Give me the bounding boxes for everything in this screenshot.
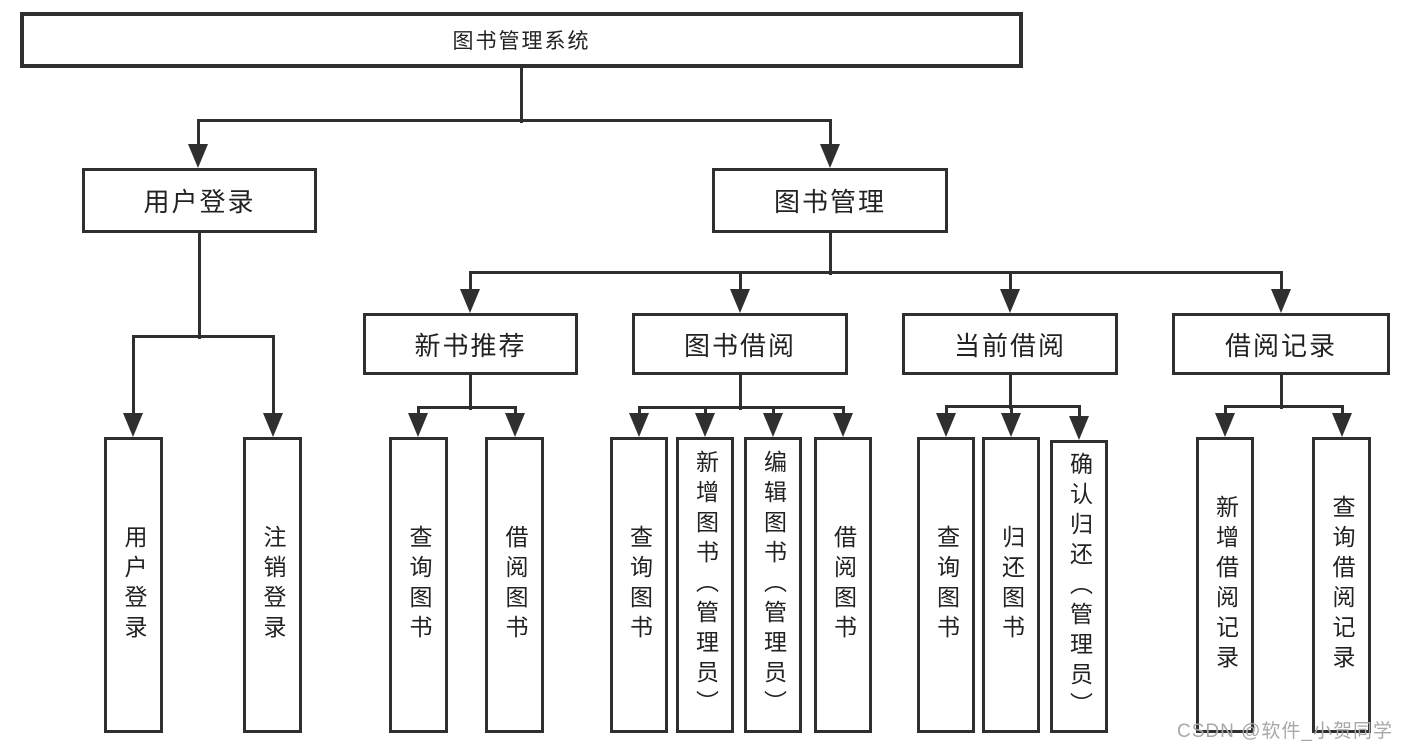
- node-label: 注销登录: [260, 525, 286, 645]
- arrowhead-down-icon: [1000, 289, 1020, 313]
- arrowhead-down-icon: [820, 144, 840, 168]
- connector-line: [738, 373, 742, 410]
- arrowhead-down-icon: [505, 413, 525, 437]
- connector-line: [944, 404, 948, 421]
- node-query-borrow-record: 查询借阅记录: [1312, 437, 1371, 733]
- node-return-books: 归还图书: [982, 437, 1040, 733]
- connector-line: [519, 66, 523, 123]
- node-label: 归还图书: [998, 525, 1025, 645]
- connector-line: [131, 334, 275, 338]
- connector-line: [1279, 270, 1283, 297]
- node-label: 查询图书: [933, 525, 960, 645]
- connector-line: [1223, 404, 1344, 408]
- node-book-management: 图书管理: [712, 168, 948, 233]
- connector-line: [637, 405, 845, 409]
- node-label: 查询图书: [626, 525, 653, 645]
- connector-line: [131, 334, 135, 421]
- node-query-books-2: 查询图书: [610, 437, 668, 733]
- connector-line: [1340, 404, 1344, 421]
- arrowhead-down-icon: [123, 413, 143, 437]
- node-label: 确认归还（管理员）: [1066, 451, 1093, 722]
- connector-line: [1279, 373, 1283, 409]
- node-logout: 注销登录: [243, 437, 302, 733]
- node-edit-books: 编辑图书（管理员）: [744, 437, 802, 733]
- node-borrow-books-2: 借阅图书: [814, 437, 872, 733]
- node-borrow-records: 借阅记录: [1172, 313, 1390, 375]
- node-label: 图书管理系统: [452, 30, 591, 53]
- connector-line: [738, 270, 742, 297]
- arrowhead-down-icon: [1069, 416, 1089, 440]
- node-label: 图书借阅: [683, 330, 796, 361]
- connector-line: [1009, 404, 1013, 421]
- arrowhead-down-icon: [763, 413, 783, 437]
- node-label: 借阅图书: [502, 525, 528, 645]
- node-add-books: 新增图书（管理员）: [676, 437, 734, 733]
- connector-line: [196, 118, 200, 152]
- arrowhead-down-icon: [833, 413, 853, 437]
- node-root: 图书管理系统: [20, 12, 1023, 68]
- arrowhead-down-icon: [730, 289, 750, 313]
- node-query-books-3: 查询图书: [917, 437, 975, 733]
- connector-line: [1077, 404, 1081, 424]
- connector-line: [197, 231, 201, 339]
- arrowhead-down-icon: [408, 413, 428, 437]
- arrowhead-down-icon: [1332, 413, 1352, 437]
- node-label: 查询图书: [406, 525, 432, 645]
- node-label: 新增借阅记录: [1212, 495, 1239, 675]
- node-label: 编辑图书（管理员）: [760, 450, 787, 720]
- connector-line: [944, 404, 1081, 408]
- node-borrow-books-1: 借阅图书: [485, 437, 544, 733]
- node-label: 借阅图书: [830, 525, 857, 645]
- arrowhead-down-icon: [263, 413, 283, 437]
- connector-line: [828, 118, 832, 152]
- csdn-watermark: CSDN @软件_小贺同学: [1177, 721, 1393, 742]
- arrowhead-down-icon: [188, 144, 208, 168]
- node-add-borrow-record: 新增借阅记录: [1196, 437, 1254, 733]
- node-book-borrow: 图书借阅: [632, 313, 848, 375]
- node-confirm-return: 确认归还（管理员）: [1050, 440, 1108, 733]
- connector-line: [1223, 404, 1227, 421]
- connector-line: [828, 231, 832, 275]
- connector-line: [416, 405, 517, 409]
- node-current-borrow: 当前借阅: [902, 313, 1118, 375]
- arrowhead-down-icon: [936, 413, 956, 437]
- node-new-book-recommend: 新书推荐: [363, 313, 578, 375]
- node-label: 当前借阅: [953, 330, 1066, 361]
- node-label: 用户登录: [143, 187, 256, 217]
- node-label: 用户登录: [121, 525, 147, 645]
- connector-line: [196, 118, 832, 122]
- connector-line: [1008, 373, 1012, 409]
- node-query-books-1: 查询图书: [389, 437, 448, 733]
- node-label: 查询借阅记录: [1329, 495, 1355, 675]
- connector-line: [1008, 270, 1012, 297]
- arrowhead-down-icon: [1001, 413, 1021, 437]
- connector-line: [468, 270, 472, 297]
- node-label: 借阅记录: [1224, 330, 1337, 361]
- connector-line: [468, 373, 472, 410]
- node-user-login-group: 用户登录: [82, 168, 317, 233]
- connector-line: [271, 334, 275, 421]
- arrowhead-down-icon: [629, 413, 649, 437]
- connector-line: [468, 270, 1283, 274]
- node-label: 新书推荐: [414, 330, 527, 361]
- arrowhead-down-icon: [1215, 413, 1235, 437]
- arrowhead-down-icon: [1271, 289, 1291, 313]
- node-label: 图书管理: [773, 187, 886, 217]
- node-user-login: 用户登录: [104, 437, 163, 733]
- arrowhead-down-icon: [695, 413, 715, 437]
- arrowhead-down-icon: [460, 289, 480, 313]
- node-label: 新增图书（管理员）: [692, 450, 719, 720]
